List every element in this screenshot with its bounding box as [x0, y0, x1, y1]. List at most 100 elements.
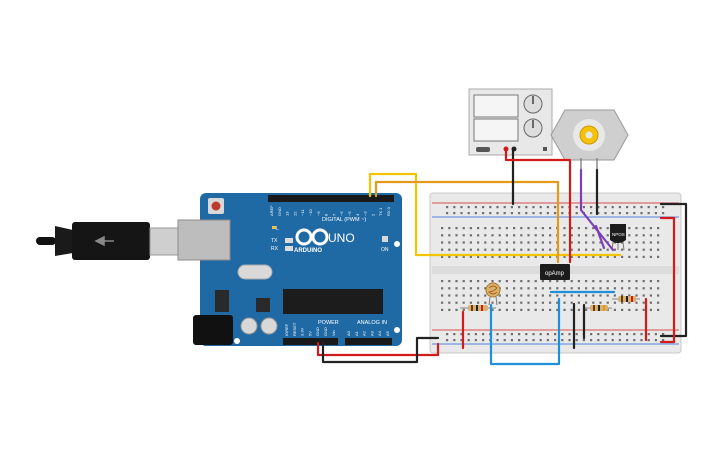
breadboard-hole[interactable]	[563, 287, 566, 290]
breadboard-hole[interactable]	[575, 212, 578, 215]
breadboard-hole[interactable]	[489, 206, 492, 209]
breadboard-hole[interactable]	[640, 333, 643, 336]
breadboard-hole[interactable]	[611, 206, 614, 209]
breadboard-hole[interactable]	[455, 248, 458, 251]
breadboard-hole[interactable]	[577, 294, 580, 297]
breadboard-hole[interactable]	[484, 234, 487, 237]
breadboard-hole[interactable]	[549, 241, 552, 244]
breadboard-hole[interactable]	[513, 294, 516, 297]
breadboard-hole[interactable]	[657, 234, 660, 237]
breadboard-hole[interactable]	[657, 248, 660, 251]
breadboard-hole[interactable]	[628, 294, 631, 297]
breadboard-hole[interactable]	[455, 241, 458, 244]
breadboard-hole[interactable]	[510, 339, 513, 342]
breadboard-hole[interactable]	[649, 294, 652, 297]
breadboard-hole[interactable]	[448, 241, 451, 244]
breadboard-hole[interactable]	[534, 280, 537, 283]
breadboard-hole[interactable]	[549, 248, 552, 251]
breadboard-hole[interactable]	[467, 212, 470, 215]
breadboard-hole[interactable]	[484, 287, 487, 290]
breadboard-hole[interactable]	[568, 333, 571, 336]
breadboard-hole[interactable]	[455, 294, 458, 297]
breadboard-hole[interactable]	[599, 294, 602, 297]
breadboard-hole[interactable]	[448, 287, 451, 290]
breadboard-hole[interactable]	[455, 255, 458, 258]
breadboard-hole[interactable]	[649, 255, 652, 258]
breadboard-hole[interactable]	[474, 339, 477, 342]
breadboard-hole[interactable]	[577, 241, 580, 244]
breadboard-hole[interactable]	[642, 287, 645, 290]
breadboard-hole[interactable]	[469, 301, 472, 304]
breadboard-hole[interactable]	[626, 339, 629, 342]
breadboard-hole[interactable]	[599, 301, 602, 304]
breadboard-hole[interactable]	[474, 206, 477, 209]
breadboard-hole[interactable]	[628, 301, 631, 304]
breadboard-hole[interactable]	[585, 287, 588, 290]
breadboard-hole[interactable]	[491, 301, 494, 304]
breadboard-hole[interactable]	[563, 280, 566, 283]
breadboard-hole[interactable]	[498, 248, 501, 251]
breadboard-hole[interactable]	[621, 241, 624, 244]
breadboard-hole[interactable]	[621, 280, 624, 283]
breadboard-hole[interactable]	[527, 287, 530, 290]
breadboard-hole[interactable]	[563, 234, 566, 237]
breadboard-hole[interactable]	[657, 227, 660, 230]
breadboard-hole[interactable]	[613, 301, 616, 304]
breadboard-hole[interactable]	[505, 301, 508, 304]
breadboard-hole[interactable]	[606, 280, 609, 283]
breadboard-hole[interactable]	[554, 206, 557, 209]
breadboard-hole[interactable]	[503, 333, 506, 336]
analog-header[interactable]	[345, 338, 392, 345]
breadboard-hole[interactable]	[585, 227, 588, 230]
breadboard-hole[interactable]	[662, 212, 665, 215]
breadboard-hole[interactable]	[513, 308, 516, 311]
breadboard-hole[interactable]	[626, 333, 629, 336]
breadboard-hole[interactable]	[469, 287, 472, 290]
breadboard-hole[interactable]	[621, 294, 624, 297]
breadboard-hole[interactable]	[577, 227, 580, 230]
breadboard-hole[interactable]	[477, 248, 480, 251]
breadboard-hole[interactable]	[635, 287, 638, 290]
breadboard-hole[interactable]	[599, 280, 602, 283]
breadboard-hole[interactable]	[520, 294, 523, 297]
breadboard-hole[interactable]	[657, 308, 660, 311]
breadboard-hole[interactable]	[577, 308, 580, 311]
breadboard-hole[interactable]	[482, 339, 485, 342]
breadboard-hole[interactable]	[556, 301, 559, 304]
breadboard-hole[interactable]	[635, 227, 638, 230]
breadboard-hole[interactable]	[462, 308, 465, 311]
breadboard-hole[interactable]	[570, 234, 573, 237]
breadboard-hole[interactable]	[649, 287, 652, 290]
breadboard-hole[interactable]	[484, 280, 487, 283]
breadboard-hole[interactable]	[532, 212, 535, 215]
wire-rail-red-right[interactable]	[659, 216, 676, 344]
breadboard-hole[interactable]	[635, 294, 638, 297]
breadboard-hole[interactable]	[592, 248, 595, 251]
breadboard-hole[interactable]	[520, 287, 523, 290]
breadboard-hole[interactable]	[505, 227, 508, 230]
breadboard-hole[interactable]	[649, 234, 652, 237]
breadboard-hole[interactable]	[510, 212, 513, 215]
breadboard-hole[interactable]	[477, 241, 480, 244]
breadboard-hole[interactable]	[498, 308, 501, 311]
wire-orange[interactable]	[374, 180, 560, 264]
breadboard-hole[interactable]	[462, 301, 465, 304]
breadboard-hole[interactable]	[563, 227, 566, 230]
breadboard-hole[interactable]	[469, 280, 472, 283]
breadboard-hole[interactable]	[498, 241, 501, 244]
breadboard-hole[interactable]	[441, 248, 444, 251]
breadboard-hole[interactable]	[585, 255, 588, 258]
breadboard-hole[interactable]	[469, 241, 472, 244]
breadboard-hole[interactable]	[657, 280, 660, 283]
breadboard-hole[interactable]	[554, 333, 557, 336]
breadboard-hole[interactable]	[462, 287, 465, 290]
breadboard-hole[interactable]	[498, 301, 501, 304]
breadboard-hole[interactable]	[513, 280, 516, 283]
breadboard-hole[interactable]	[455, 308, 458, 311]
breadboard-hole[interactable]	[541, 255, 544, 258]
breadboard-hole[interactable]	[549, 294, 552, 297]
breadboard-hole[interactable]	[592, 294, 595, 297]
breadboard-hole[interactable]	[621, 255, 624, 258]
breadboard-hole[interactable]	[642, 308, 645, 311]
breadboard-hole[interactable]	[621, 287, 624, 290]
